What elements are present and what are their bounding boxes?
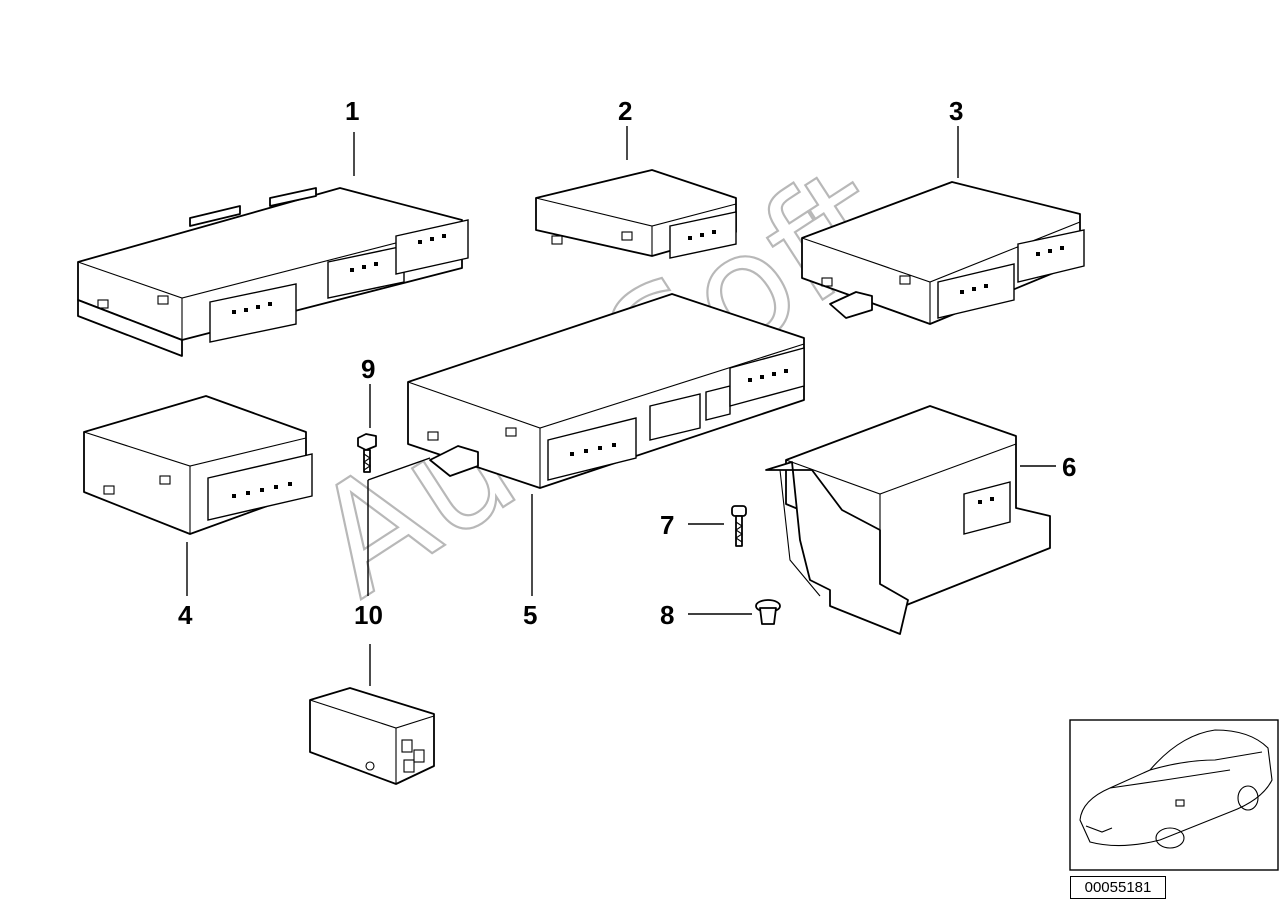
callout-6[interactable]: 6 [1062,452,1076,482]
part-9-bolt[interactable] [357,433,377,473]
part-6-holder [765,461,909,635]
part-5-control-module[interactable] [407,293,805,489]
callout-8[interactable]: 8 [660,600,674,630]
callout-3[interactable]: 3 [949,96,963,126]
callout-4[interactable]: 4 [178,600,193,630]
part-8-nut[interactable] [755,599,781,625]
callout-1[interactable]: 1 [345,96,359,126]
callout-10[interactable]: 10 [354,600,383,630]
part-7-screw[interactable] [731,505,747,547]
part-4-control-module[interactable] [83,395,313,535]
car-outline-icon [1079,729,1273,849]
leader-9-to-5 [367,457,431,481]
vehicle-inset [1069,719,1279,871]
callout-7[interactable]: 7 [660,510,674,540]
part-3-control-module[interactable] [801,181,1085,325]
callout-5[interactable]: 5 [523,600,537,630]
callout-2[interactable]: 2 [618,96,632,126]
part-2-control-module[interactable] [535,169,737,259]
part-3-bracket [829,291,873,319]
reference-number: 00055181 [1070,876,1166,899]
callout-9[interactable]: 9 [361,354,375,384]
part-1-control-module[interactable] [77,187,469,357]
part-6-control-module[interactable] [765,405,1051,635]
part-10-relay[interactable] [309,687,435,785]
part-5-bracket [429,445,479,477]
